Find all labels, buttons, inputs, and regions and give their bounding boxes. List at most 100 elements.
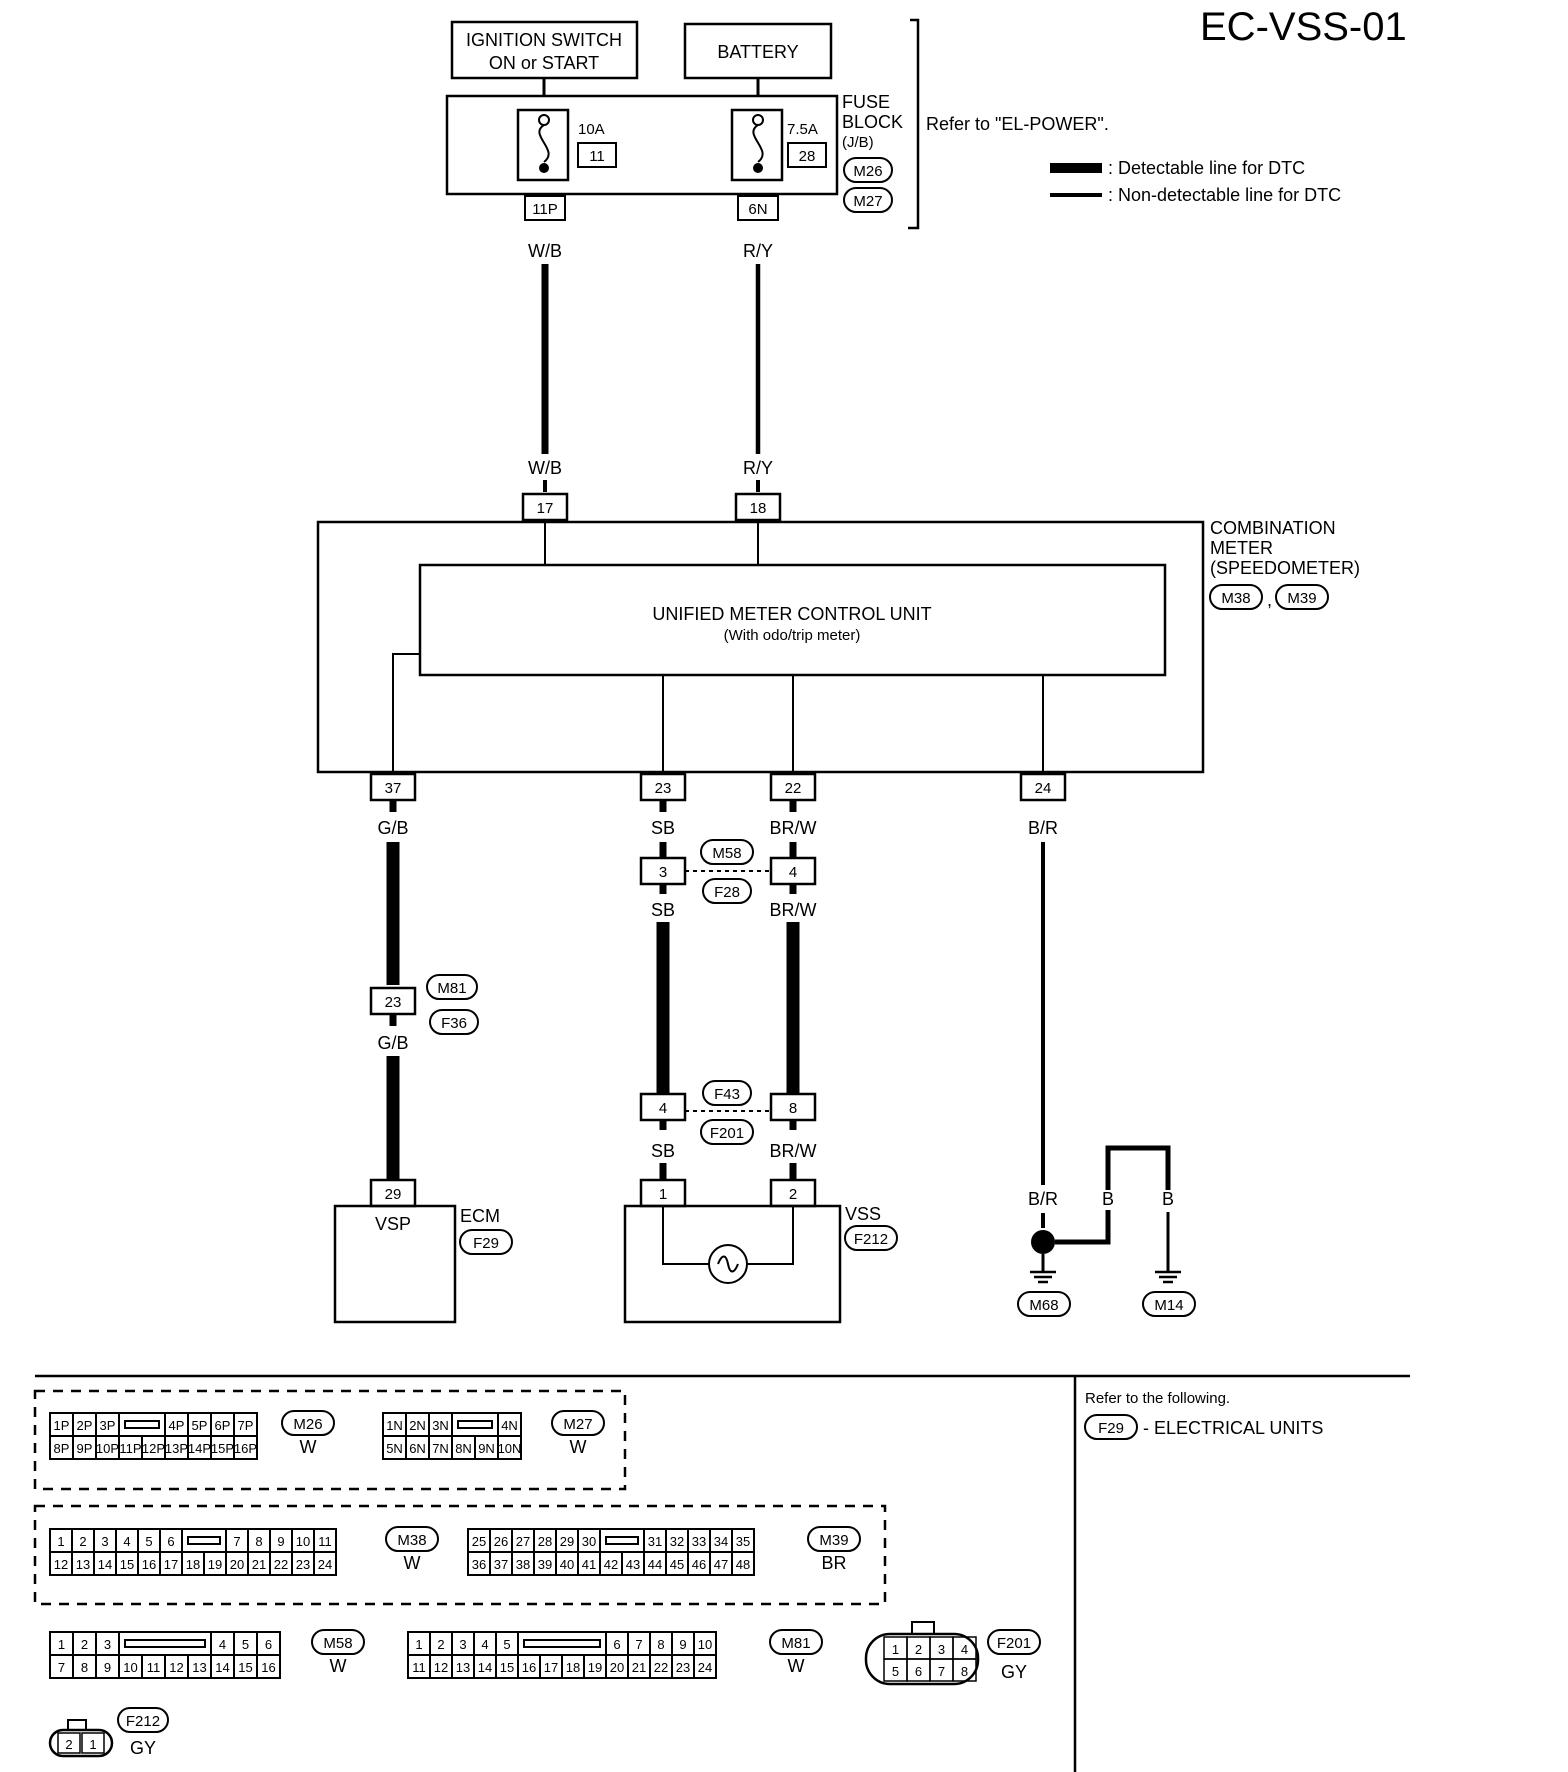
conn-m38-ref: M38 [1221,590,1250,607]
connector-pin-label: 16 [142,1557,156,1572]
legend-detectable: : Detectable line for DTC [1108,158,1305,178]
ecm-label: ECM [460,1206,500,1226]
connector-cell [313,1551,337,1576]
connector-key [605,1536,639,1545]
connector-pin-label: 3 [101,1534,108,1549]
connector-color: W [570,1437,587,1457]
vss-pin-2: 2 [789,1186,797,1203]
meter-pin-23: 23 [655,780,672,797]
connector-pin-label: 23 [676,1660,690,1675]
combination-meter [316,520,1205,774]
connector-pin-label: 1N [386,1418,403,1433]
connector-pin-label: 20 [230,1557,244,1572]
conn-f43-ref: F43 [714,1086,740,1103]
connector-cell [693,1654,717,1679]
connector-id-badge [807,1526,861,1552]
page-id: EC-VSS-01 [1200,5,1407,49]
connector-color: W [404,1553,421,1573]
connector-pin-label: 19 [208,1557,222,1572]
connector-id: M27 [563,1416,592,1433]
connector-pin-label: 37 [494,1557,508,1572]
connector-pin-label: 19 [588,1660,602,1675]
fuse-7-5a: 7.5A [787,121,818,138]
connector-pin-label: 1 [58,1637,65,1652]
connector-pin-label: 28 [538,1534,552,1549]
connector-pin-label: 10 [296,1534,310,1549]
connector-pin-label: 3 [938,1642,945,1657]
connector-pin-label: 14 [215,1660,229,1675]
connector-pin-label: 2P [77,1418,93,1433]
conn-m26-ref: M26 [853,163,882,180]
connector-pin-label: 4 [961,1642,968,1657]
connector-id-badge [769,1629,823,1655]
connector-pin-label: 10 [123,1660,137,1675]
connector-pin-label: 27 [516,1534,530,1549]
connector-id: M39 [819,1532,848,1549]
connector-pin-label: 5 [892,1664,899,1679]
joint-m58-pin4: 4 [789,864,797,881]
connector-pin-label: 6N [409,1441,426,1456]
connector-pin-label: 3P [100,1418,116,1433]
refer-conn-f29: F29 [1098,1420,1124,1437]
connector-pin-label: 22 [654,1660,668,1675]
unit-title: UNIFIED METER CONTROL UNIT [652,604,931,624]
connector-pin-label: 7 [635,1637,642,1652]
connector-pin-label: 5P [192,1418,208,1433]
connector-pin-label: 8P [54,1441,70,1456]
connector-pin-label: 17 [544,1660,558,1675]
conn-f36-ref: F36 [441,1015,467,1032]
refer-following: Refer to the following. [1085,1390,1230,1407]
connector-pin-label: 6 [167,1534,174,1549]
ecm-pin-29: 29 [385,1186,402,1203]
connector-pin-label: 17 [164,1557,178,1572]
f201-latch [911,1621,935,1635]
vss-pin-1: 1 [659,1186,667,1203]
connector-pin-label: 26 [494,1534,508,1549]
fuse-block-label: FUSE [842,92,890,112]
conn-m39-ref: M39 [1287,590,1316,607]
wire-sb-1: SB [651,818,675,838]
fuse-block-label-3: (J/B) [842,134,874,151]
connector-pin-label: 9N [478,1441,495,1456]
wire-sb-3: SB [651,1141,675,1161]
connector-pin-label: 15 [500,1660,514,1675]
connector-key [124,1420,160,1429]
connector-pin-label: 3 [104,1637,111,1652]
meter-pin-17: 17 [537,500,554,517]
conn-f29-ref: F29 [473,1235,499,1252]
joint-f43-pin8: 8 [789,1100,797,1117]
connector-pin-label: 13P [165,1441,188,1456]
wire-gb-2: G/B [377,1033,408,1053]
connector-pin-label: 16 [261,1660,275,1675]
vss-label: VSS [845,1204,881,1224]
connector-pin-label: 40 [560,1557,574,1572]
connector-id: M26 [293,1416,322,1433]
connector-cell [731,1551,755,1576]
connector-pin-label: 14P [188,1441,211,1456]
connector-pin-label: 20 [610,1660,624,1675]
ground-m14: M14 [1154,1297,1183,1314]
connector-cell [233,1435,258,1460]
connector-pin-label: 44 [648,1557,662,1572]
wire-brw-2: BR/W [770,900,817,920]
connector-pin-label: 5N [386,1441,403,1456]
connector-pin-label: 13 [192,1660,206,1675]
connector-key [523,1639,601,1648]
connector-pin-label: 13 [76,1557,90,1572]
connector-pin-label: 2N [409,1418,426,1433]
connector-pin-label: 41 [582,1557,596,1572]
connector-pin-label: 6P [215,1418,231,1433]
connector-color: GY [130,1738,156,1758]
connector-pin-label: 6 [613,1637,620,1652]
connector-pin-label: 1P [54,1418,70,1433]
comma: , [1267,590,1272,610]
connector-pin-label: 13 [456,1660,470,1675]
connector-pin-label: 10 [698,1637,712,1652]
connector-id-badge [281,1410,335,1436]
connector-pin-label: 39 [538,1557,552,1572]
connector-pin-label: 24 [698,1660,712,1675]
connector-pin-label: 4P [169,1418,185,1433]
wire-wb-top: W/B [528,241,562,261]
